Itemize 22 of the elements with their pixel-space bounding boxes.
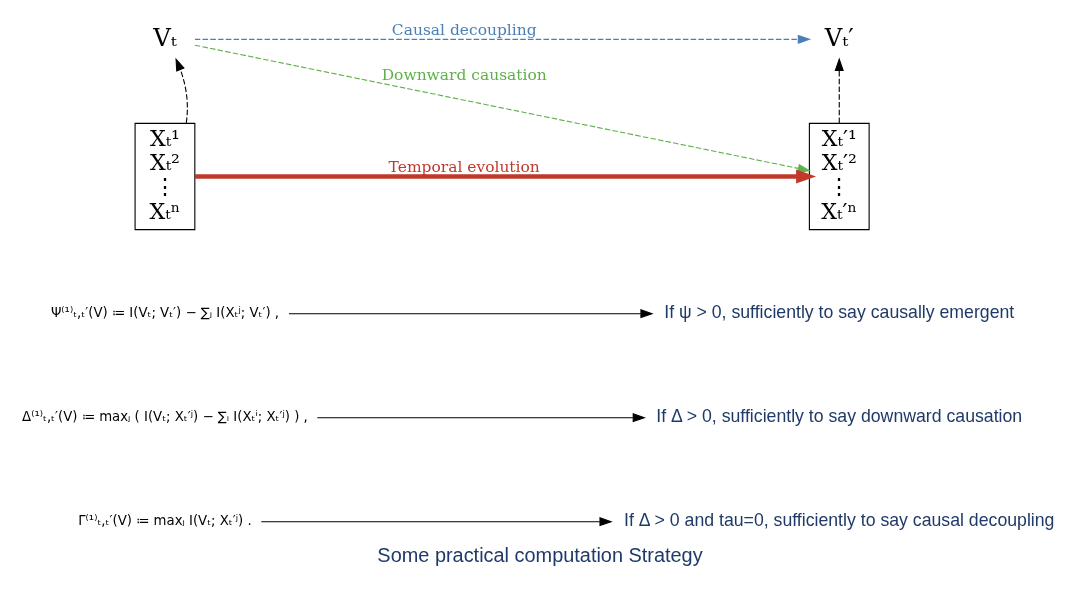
- node-text: Vₜ′: [824, 22, 854, 52]
- arrow: [260, 516, 613, 526]
- arrow: [194, 44, 811, 173]
- arrow: [316, 412, 646, 422]
- arrow: [834, 57, 844, 123]
- node-text: Γ⁽¹⁾ₜ,ₜ′(V) ≔ maxⱼ I(Vₜ; Xₜ′ʲ) .: [78, 512, 252, 528]
- node-box: Xₜ¹ Xₜ² ⋮ Xₜⁿ: [134, 122, 196, 230]
- arrow: [194, 34, 812, 44]
- node-box: Xₜ′¹ Xₜ′² ⋮ Xₜ′ⁿ: [808, 122, 870, 230]
- arrow: [175, 57, 188, 123]
- node-text: Δ⁽¹⁾ₜ,ₜ′(V) ≔ maxⱼ ( I(Vₜ; Xₜ′ʲ) − ∑ᵢ I(Xₜⁱ; Xₜ′ʲ) ) ,: [22, 408, 308, 424]
- node-text: If Δ > 0 and tau=0, sufficiently to say causal decoupling: [624, 509, 1055, 530]
- node-text: Ψ⁽¹⁾ₜ,ₜ′(V) ≔ I(Vₜ; Vₜ′) − ∑ⱼ I(Xₜʲ; Vₜ′) ,: [50, 304, 280, 320]
- node-text: If Δ > 0, sufficiently to say downward causation: [656, 405, 1023, 426]
- arrow: [288, 308, 654, 318]
- node-text: Vₜ: [153, 22, 177, 52]
- edge-label: Downward causation: [381, 65, 547, 84]
- edge-label: Causal decoupling: [391, 20, 537, 39]
- edge-label: Temporal evolution: [388, 157, 540, 176]
- arrow: [194, 169, 817, 183]
- caption: Some practical computation Strategy: [377, 543, 703, 566]
- node-text: If ψ > 0, sufficiently to say causally emergent: [664, 301, 1015, 322]
